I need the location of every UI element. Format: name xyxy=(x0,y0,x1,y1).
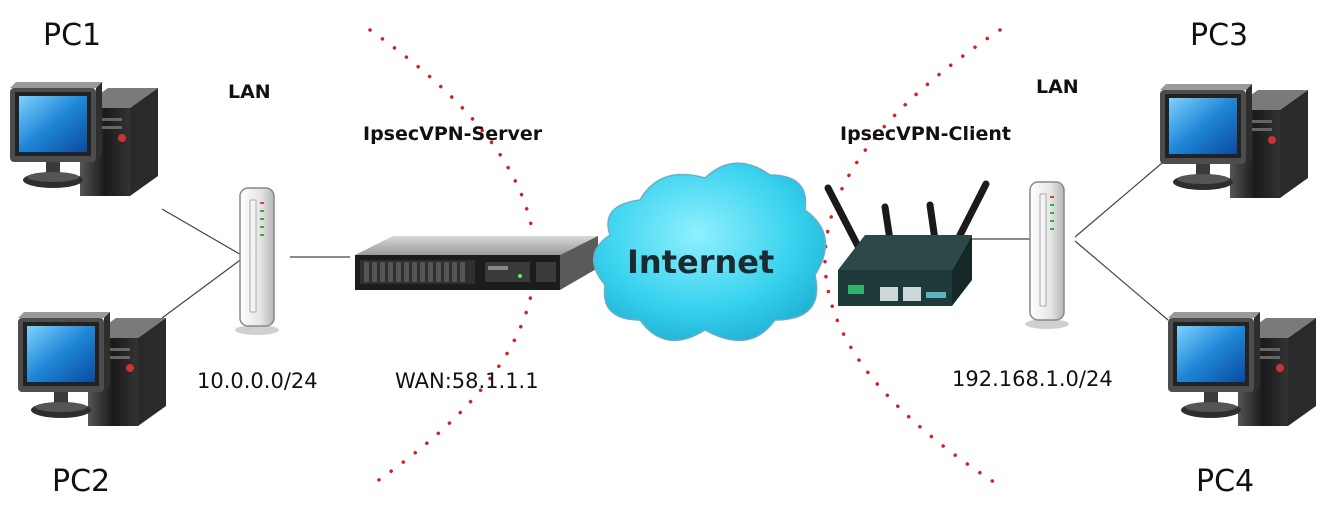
pc2-label: PC2 xyxy=(52,464,110,499)
right-subnet-label: 192.168.1.0/24 xyxy=(952,367,1113,391)
right-switch-icon xyxy=(1024,181,1070,330)
left-switch-icon xyxy=(234,187,280,336)
router-icon xyxy=(824,180,990,306)
pc3-computer-icon xyxy=(1160,84,1308,198)
right-boundary xyxy=(823,28,1002,488)
pc4-label: PC4 xyxy=(1196,464,1254,499)
server-icon xyxy=(355,236,598,290)
internet-label: Internet xyxy=(627,243,774,281)
pc1-computer-icon xyxy=(10,82,158,196)
server-label: IpsecVPN-Server xyxy=(363,123,543,145)
lan-right-label: LAN xyxy=(1036,76,1079,98)
lan-left-label: LAN xyxy=(228,81,271,103)
pc3-label: PC3 xyxy=(1190,18,1248,53)
client-label: IpsecVPN-Client xyxy=(840,123,1011,145)
left-subnet-label: 10.0.0.0/24 xyxy=(197,369,318,393)
pc2-computer-icon xyxy=(18,312,166,426)
left-boundary xyxy=(368,28,537,488)
connection-lines xyxy=(161,151,1176,321)
internet-cloud-icon xyxy=(592,162,827,342)
pc1-label: PC1 xyxy=(43,18,101,53)
wan-label: WAN:58.1.1.1 xyxy=(395,369,539,393)
pc4-computer-icon xyxy=(1168,312,1316,426)
